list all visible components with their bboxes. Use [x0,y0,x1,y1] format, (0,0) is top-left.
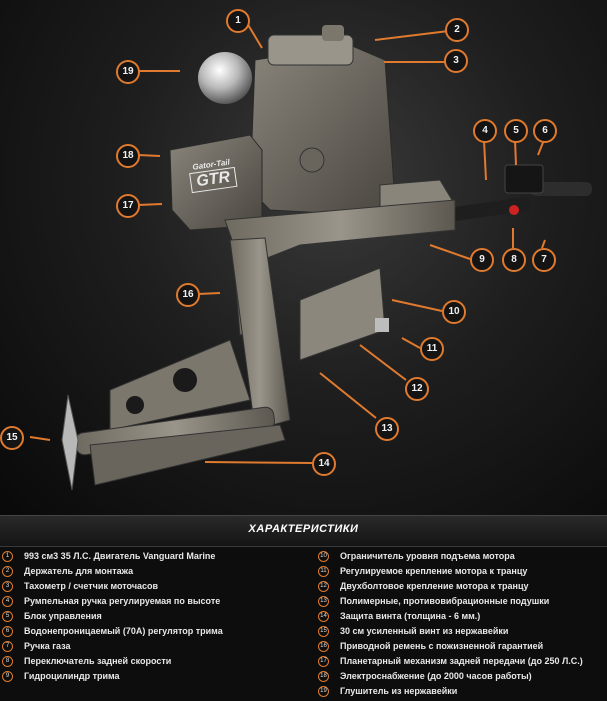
spec-text: Двухболтовое крепление мотора к транцу [340,581,529,591]
spec-item: 1 993 см3 35 Л.С. Двигатель Vanguard Mari… [2,549,302,564]
spec-number-badge: 12 [318,581,329,592]
plate-hole [126,396,144,414]
callout-11: 11 [420,337,444,361]
callout-5: 5 [504,119,528,143]
callout-6: 6 [533,119,557,143]
specs-left-column: 1 993 см3 35 Л.С. Двигатель Vanguard Mari… [2,549,302,684]
spec-text: Ручка газа [24,641,71,651]
callout-14: 14 [312,452,336,476]
spec-item: 10 Ограничитель уровня подъема мотора [318,549,607,564]
spec-number-badge: 4 [2,596,13,607]
muffler [198,52,252,104]
motor-illustration [29,22,592,491]
spec-text: Глушитель из нержавейки [340,686,458,696]
spec-item: 4 Румпельная ручка регулируемая по высоте [2,594,302,609]
spec-number-badge: 17 [318,656,329,667]
spec-item: 7 Ручка газа [2,639,302,654]
spec-text: 993 см3 35 Л.С. Двигатель Vanguard Marin… [24,551,216,561]
spec-item: 15 30 см усиленный винт из нержавейки [318,624,607,639]
spec-number-badge: 16 [318,641,329,652]
prop-guard [89,424,286,486]
spec-text: Тахометр / счетчик моточасов [24,581,159,591]
callout-9: 9 [470,248,494,272]
air-intake [322,25,344,41]
spec-item: 17 Планетарный механизм задней передачи (… [318,654,607,669]
spec-item: 6 Водонепроницаемый (70А) регулятор трима [2,624,302,639]
spec-number-badge: 13 [318,596,329,607]
spec-item: 13 Полимерные, противовибрационные подушк… [318,594,607,609]
spec-text: Электроснабжение (до 2000 часов работы) [340,671,532,681]
spec-text: Приводной ремень с пожизненной гарантией [340,641,544,651]
transom-bolt [375,318,389,332]
spec-number-badge: 15 [318,626,329,637]
spec-text: Водонепроницаемый (70А) регулятор трима [24,626,223,636]
specs-header: ХАРАКТЕРИСТИКИ [0,515,607,547]
spec-text: 30 см усиленный винт из нержавейки [340,626,509,636]
spec-number-badge: 14 [318,611,329,622]
spec-number-badge: 11 [318,566,329,577]
callout-17: 17 [116,194,140,218]
spec-item: 5 Блок управления [2,609,302,624]
spec-number-badge: 5 [2,611,13,622]
spec-item: 19 Глушитель из нержавейки [318,684,607,699]
tiller-grip [530,182,592,196]
specs-right-column: 10 Ограничитель уровня подъема мотора 11 Ре… [318,549,607,699]
spec-text: Румпельная ручка регулируемая по высоте [24,596,221,606]
spec-number-badge: 10 [318,551,329,562]
callout-7: 7 [532,248,556,272]
spec-number-badge: 19 [318,686,329,697]
spec-number-badge: 9 [2,671,13,682]
callout-13: 13 [375,417,399,441]
spec-number-badge: 2 [2,566,13,577]
callout-leaders [29,22,546,464]
callout-4: 4 [473,119,497,143]
spec-text: Блок управления [24,611,102,621]
spec-text: Гидроцилиндр трима [24,671,120,681]
propeller [61,394,79,491]
transom-bracket [299,267,386,361]
spec-item: 2 Держатель для монтажа [2,564,302,579]
callout-12: 12 [405,377,429,401]
spec-number-badge: 18 [318,671,329,682]
control-box [504,164,544,194]
callout-1: 1 [226,9,250,33]
spec-item: 16 Приводной ремень с пожизненной гаранти… [318,639,607,654]
callout-2: 2 [445,18,469,42]
callout-16: 16 [176,283,200,307]
spec-item: 8 Переключатель задней скорости [2,654,302,669]
tiller-handle [449,197,531,221]
spec-number-badge: 8 [2,656,13,667]
spec-number-badge: 3 [2,581,13,592]
spec-item: 11 Регулируемое крепление мотора к транцу [318,564,607,579]
callout-18: 18 [116,144,140,168]
spec-text: Регулируемое крепление мотора к транцу [340,566,528,576]
spec-text: Защита винта (толщина - 6 мм.) [340,611,481,621]
engine-top [267,34,354,66]
spec-number-badge: 1 [2,551,13,562]
spec-item: 18 Электроснабжение (до 2000 часов работы… [318,669,607,684]
spec-item: 9 Гидроцилиндр трима [2,669,302,684]
spec-item: 14 Защита винта (толщина - 6 мм.) [318,609,607,624]
spec-number-badge: 7 [2,641,13,652]
drive-shaft [229,237,291,431]
spec-text: Переключатель задней скорости [24,656,172,666]
callout-19: 19 [116,60,140,84]
plate-hole [173,368,197,392]
spec-text: Держатель для монтажа [24,566,134,576]
spec-number-badge: 6 [2,626,13,637]
spec-text: Полимерные, противовибрационные подушки [340,596,550,606]
spec-item: 12 Двухболтовое крепление мотора к транцу [318,579,607,594]
engine-block [249,44,396,216]
reverse-switch [509,205,519,215]
callout-8: 8 [502,248,526,272]
flywheel [299,147,325,173]
specs-title: ХАРАКТЕРИСТИКИ [248,523,359,535]
callout-3: 3 [444,49,468,73]
spec-text: Ограничитель уровня подъема мотора [340,551,515,561]
spec-text: Планетарный механизм задней передачи (до… [340,656,583,666]
spec-item: 3 Тахометр / счетчик моточасов [2,579,302,594]
callout-15: 15 [0,426,24,450]
callout-10: 10 [442,300,466,324]
product-diagram: Gator-Tail GTR 1 2 3 4 5 6 7 8 9 10 11 1… [0,0,607,515]
